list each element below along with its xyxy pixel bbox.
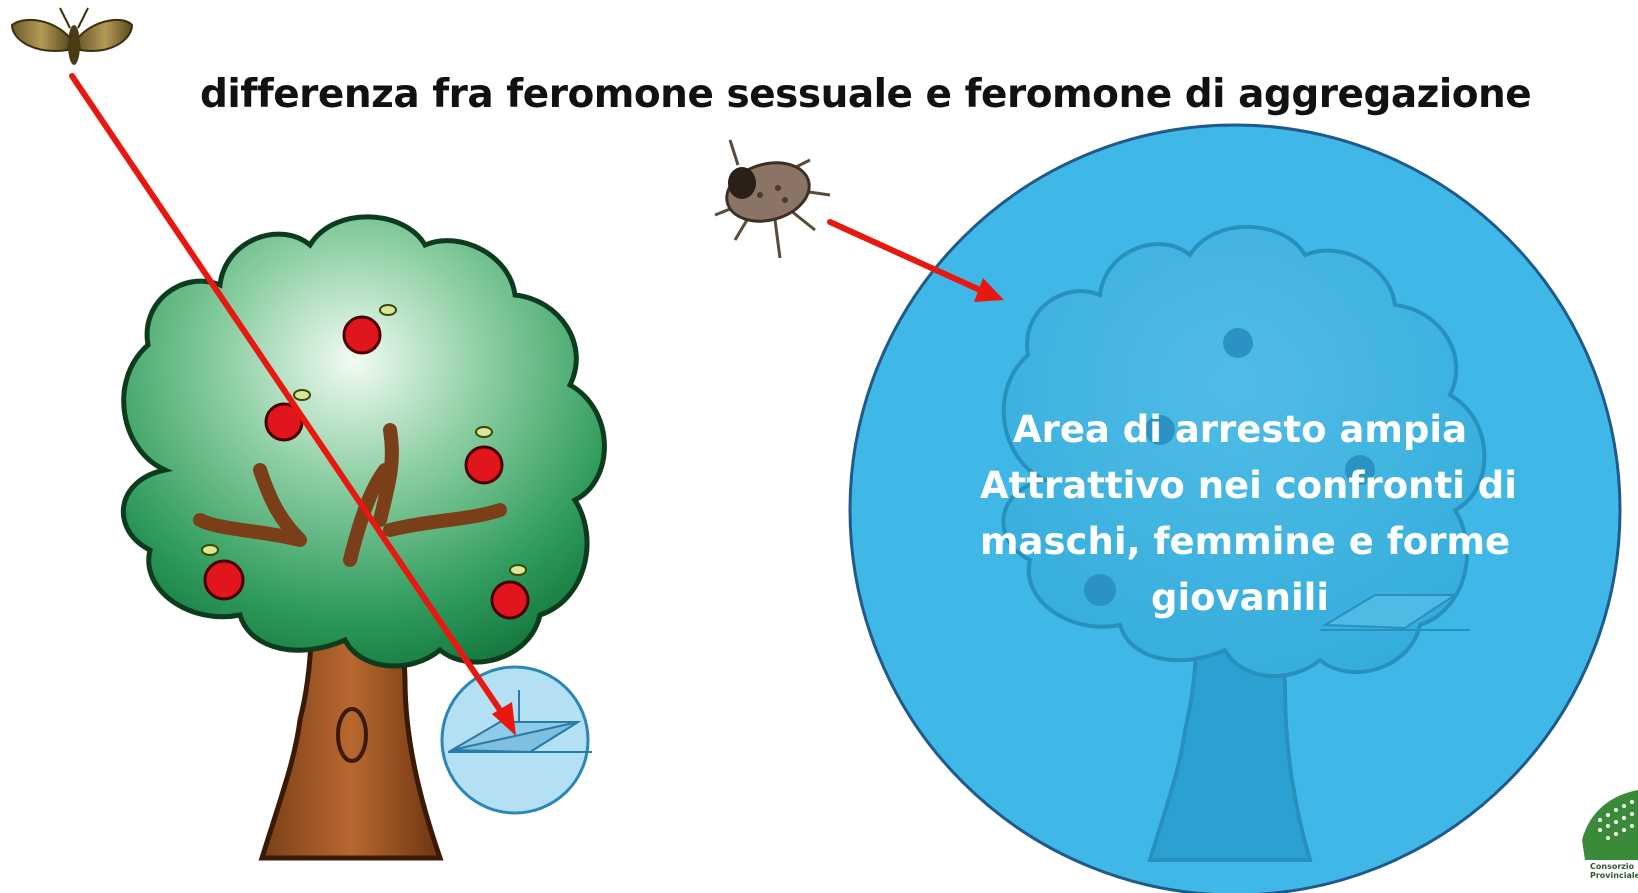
aggregation-line-1: Area di arresto ampia <box>980 402 1500 458</box>
aggregation-line-4: giovanili <box>980 570 1500 626</box>
apple <box>344 317 380 353</box>
apple <box>492 582 528 618</box>
logo-line-2: Provinciale <box>1590 871 1638 880</box>
logo-caption: Consorzio Provinciale <box>1590 862 1638 880</box>
moth-icon <box>12 8 132 65</box>
apple <box>205 561 243 599</box>
aggregation-line-3: maschi, femmine e forme <box>980 514 1500 570</box>
stink-bug-icon <box>715 140 830 258</box>
aggregation-line-2: Attrattivo nei confronti di <box>980 458 1500 514</box>
aggregation-description: Area di arresto ampia Attrattivo nei con… <box>980 402 1500 626</box>
apple <box>466 447 502 483</box>
tree-foliage <box>123 217 604 666</box>
slide-title: differenza fra feromone sessuale e ferom… <box>200 72 1360 117</box>
logo-line-1: Consorzio <box>1590 862 1638 871</box>
sex-pheromone-area <box>442 667 592 813</box>
